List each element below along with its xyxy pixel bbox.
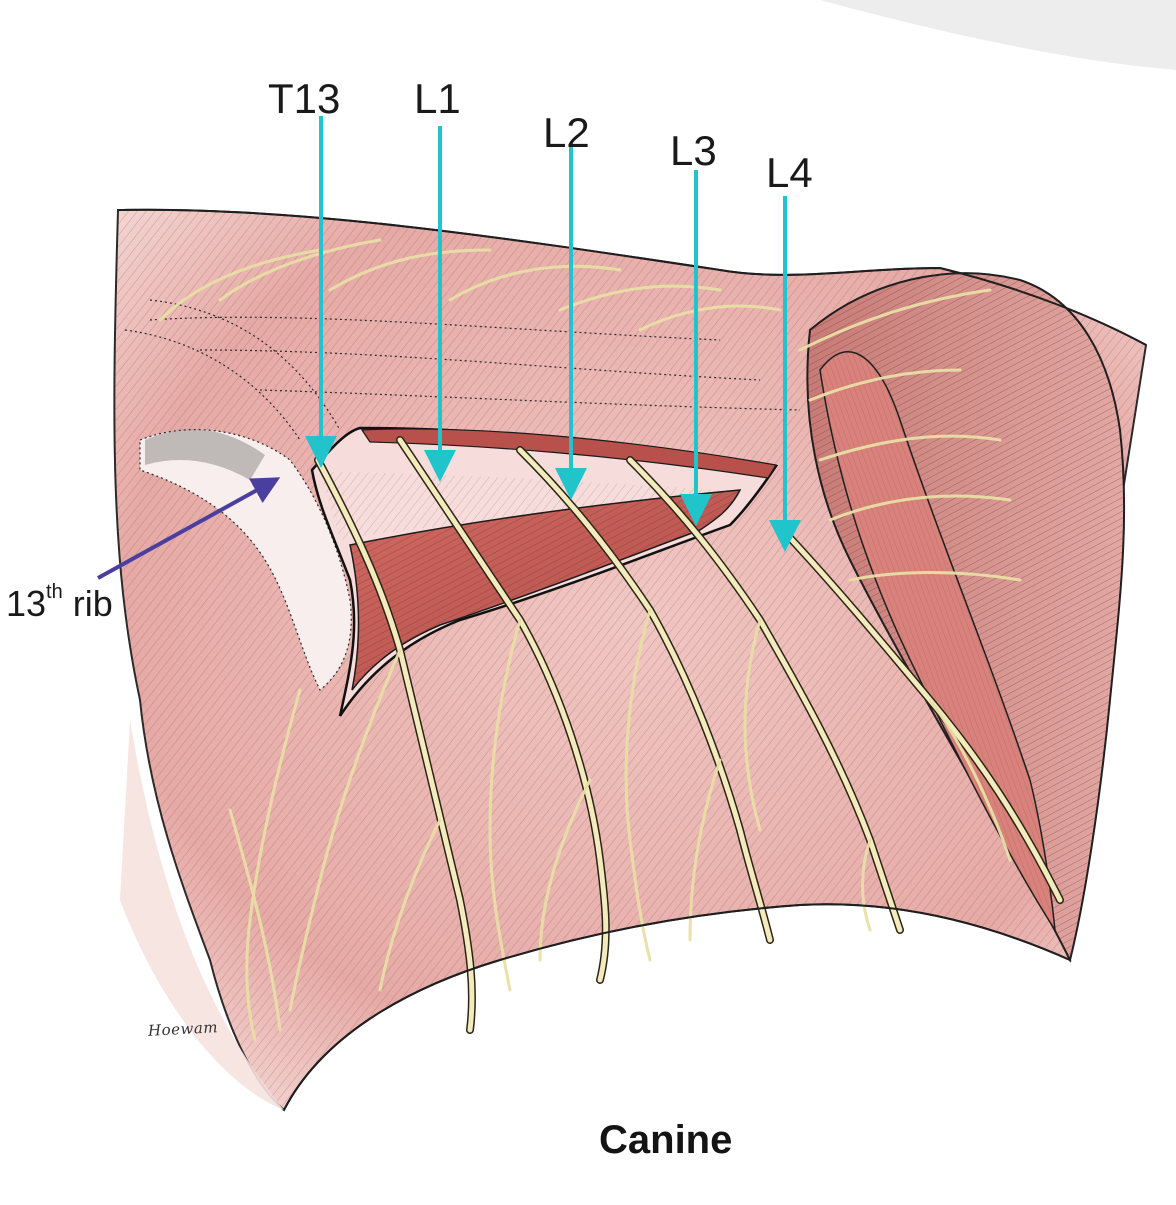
label-l2: L2: [543, 109, 590, 156]
figure-caption: Canine: [599, 1118, 733, 1162]
incision-window-top-hatch: [320, 472, 720, 540]
artist-signature: Hoewam: [147, 1018, 219, 1040]
label-l1: L1: [414, 75, 461, 122]
rib-word: rib: [72, 583, 113, 624]
label-t13: T13: [268, 75, 341, 122]
rib-suffix: th: [46, 581, 63, 603]
belly-fade: [120, 720, 284, 1110]
nerve-branches: [158, 238, 1022, 1042]
label-l3: L3: [670, 127, 717, 174]
rib-number: 13: [6, 583, 47, 624]
thirteenth-rib: [139, 429, 352, 691]
label-l4: L4: [766, 149, 813, 196]
dorsal-outline: [117, 208, 1147, 346]
ventral-outline: [283, 903, 1071, 1111]
arrow-13th-rib: [97, 477, 281, 580]
nerve-network: [314, 436, 1064, 1034]
nerve-pointer-arrows: [305, 116, 801, 552]
label-13th-rib: 13th rib: [6, 582, 113, 624]
background-shadow: [820, 0, 1176, 70]
rib-shadow: [145, 429, 265, 480]
